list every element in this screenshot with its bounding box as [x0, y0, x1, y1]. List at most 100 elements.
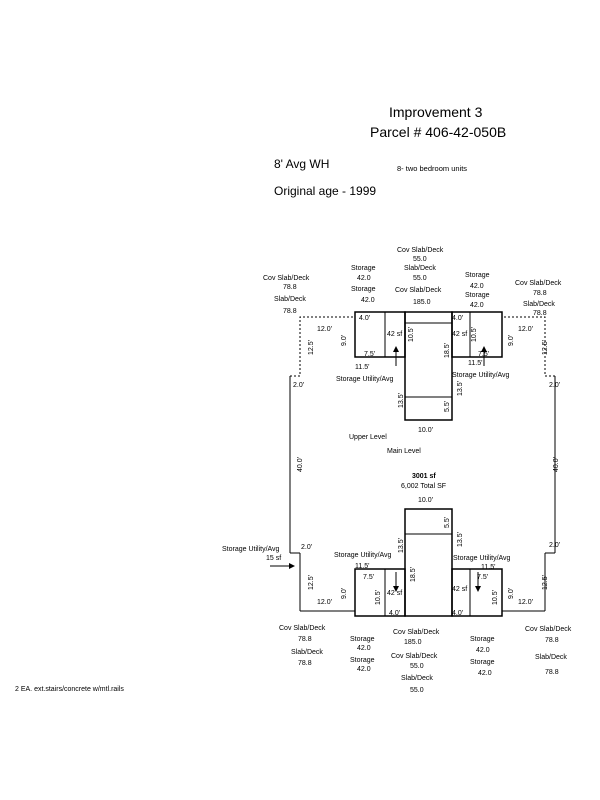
dim-lower-18-5: 18.5' — [410, 567, 417, 582]
label-cov-slab-deck-bc: Cov Slab/Deck — [393, 629, 440, 636]
label-slab-deck-tr: Slab/Deck — [523, 301, 555, 308]
value-storage-tr1: 42.0 — [470, 283, 484, 290]
dim-lower-10-5-b: 10.5' — [492, 590, 499, 605]
value-br-2: 78.8 — [545, 669, 559, 676]
value-tl-1: 78.8 — [283, 284, 297, 291]
dim-upper-left-12-0: 12.0' — [317, 326, 332, 333]
dim-left-40-0: 40.0' — [297, 457, 304, 472]
lower-structure — [354, 508, 503, 617]
dim-upper-10-5-a: 10.5' — [408, 327, 415, 342]
dim-lower-right-12-0: 12.0' — [518, 599, 533, 606]
dim-upper-7-5-left: 7.5' — [364, 351, 375, 358]
label-storage-tl2: Storage — [351, 286, 376, 293]
dim-upper-10-5-b: 10.5' — [471, 327, 478, 342]
upper-decks — [290, 316, 555, 377]
value-tc-1: 55.0 — [413, 256, 427, 263]
dim-upper-18-5: 18.5' — [444, 343, 451, 358]
value-storage-br2: 42.0 — [478, 670, 492, 677]
dim-upper-13-5-b: 13.5' — [457, 381, 464, 396]
dim-lower-left-9-0: 9.0' — [341, 588, 348, 599]
dim-upper-10-0: 10.0' — [418, 427, 433, 434]
area-total: 6,002 Total SF — [401, 483, 446, 490]
label-cov-slab-deck-tl: Cov Slab/Deck — [263, 275, 310, 282]
arrows — [270, 346, 487, 592]
value-tr-2: 78.8 — [533, 310, 547, 317]
dim-lower-10-5-a: 10.5' — [375, 590, 382, 605]
label-cov-slab-deck-bl: Cov Slab/Deck — [279, 625, 326, 632]
upper-structure — [354, 311, 503, 421]
label-slab-deck-tc: Slab/Deck — [404, 265, 436, 272]
label-storage-bl2: Storage — [350, 657, 375, 664]
value-bl-2: 78.8 — [298, 660, 312, 667]
value-bc-1: 185.0 — [404, 639, 422, 646]
dim-lower-left-12-0: 12.0' — [317, 599, 332, 606]
dim-upper-left-12-5: 12.5' — [308, 340, 315, 355]
dim-right-40-0: 40.0' — [553, 457, 560, 472]
dim-lower-4-0-right: 4.0' — [452, 610, 463, 617]
unit-description: 8- two bedroom units — [397, 164, 467, 173]
label-cov-slab-deck-br: Cov Slab/Deck — [525, 626, 572, 633]
label-storage-utility-ul: Storage Utility/Avg — [336, 376, 394, 383]
wall-height: 8' Avg WH — [274, 157, 329, 171]
parcel-number: Parcel # 406-42-050B — [370, 124, 506, 140]
area-sf: 3001 sf — [412, 473, 436, 480]
dim-lower-right-2-0: 2.0' — [549, 542, 560, 549]
dim-upper-right-9-0: 9.0' — [508, 335, 515, 346]
label-slab-deck-bl: Slab/Deck — [291, 649, 323, 656]
dim-lower-left-12-5: 12.5' — [308, 575, 315, 590]
dim-upper-right-12-5: 12.5' — [542, 340, 549, 355]
dim-upper-right-12-0: 12.0' — [518, 326, 533, 333]
label-slab-deck-tl: Slab/Deck — [274, 296, 306, 303]
dim-lower-4-0-left: 4.0' — [389, 610, 400, 617]
dim-upper-5-5: 5.5' — [444, 401, 451, 412]
label-cov-slab-deck-bc2: Cov Slab/Deck — [391, 653, 438, 660]
label-storage-br2: Storage — [470, 659, 495, 666]
dim-upper-left-9-0: 9.0' — [341, 335, 348, 346]
dim-lower-right-9-0: 9.0' — [508, 588, 515, 599]
label-storage-utility-lc: Storage Utility/Avg — [334, 552, 392, 559]
value-storage-tl2: 42.0 — [361, 297, 375, 304]
label-storage-bl1: Storage — [350, 636, 375, 643]
dim-upper-13-5-a: 13.5' — [398, 393, 405, 408]
area-upper-right: 42 sf — [452, 331, 467, 338]
area-lower-right-42: 42 sf — [452, 586, 467, 593]
building-outline — [289, 376, 556, 612]
dim-upper-11-5-right: 11.5' — [468, 360, 482, 367]
label-storage-tl1: Storage — [351, 265, 376, 272]
value-tr-1: 78.8 — [533, 290, 547, 297]
value-br-1: 78.8 — [545, 637, 559, 644]
dim-lower-7-5-left: 7.5' — [363, 574, 374, 581]
value-bl-1: 78.8 — [298, 636, 312, 643]
dim-upper-4-0-right: 4.0' — [452, 315, 463, 322]
area-lower-left-42: 42 sf — [387, 590, 402, 597]
label-slab-deck-br: Slab/Deck — [535, 654, 567, 661]
label-main-level: Main Level — [387, 448, 421, 455]
value-storage-bl1: 42.0 — [357, 645, 371, 652]
label-slab-deck-bc: Slab/Deck — [401, 675, 433, 682]
footer-note: 2 EA. ext.stairs/concrete w/mtl.rails — [15, 686, 124, 693]
label-storage-utility-ll: Storage Utility/Avg — [222, 546, 280, 553]
dim-lower-11-5-right: 11.5' — [481, 564, 495, 571]
value-bc-3: 55.0 — [410, 687, 424, 694]
value-tc-3: 185.0 — [413, 299, 431, 306]
dim-upper-right-2-0: 2.0' — [549, 382, 560, 389]
label-upper-level: Upper Level — [349, 434, 387, 441]
dim-lower-5-5: 5.5' — [444, 517, 451, 528]
dim-lower-11-5-left: 11.5' — [355, 563, 369, 570]
label-storage-tr2: Storage — [465, 292, 490, 299]
value-storage-br1: 42.0 — [476, 647, 490, 654]
label-cov-slab-deck-tc2: Cov Slab/Deck — [395, 287, 442, 294]
dim-lower-10-0: 10.0' — [418, 497, 433, 504]
value-tc-2: 55.0 — [413, 275, 427, 282]
dim-lower-13-5-b: 13.5' — [457, 532, 464, 547]
area-upper-left: 42 sf — [387, 331, 402, 338]
label-storage-utility-ur: Storage Utility/Avg — [452, 372, 510, 379]
dim-lower-13-5-a: 13.5' — [398, 538, 405, 553]
dim-lower-7-5-right: 7.5' — [477, 574, 488, 581]
value-storage-tr2: 42.0 — [470, 302, 484, 309]
value-tl-2: 78.8 — [283, 308, 297, 315]
value-storage-bl2: 42.0 — [357, 666, 371, 673]
dim-upper-11-5-left: 11.5' — [355, 364, 369, 371]
original-age: Original age - 1999 — [274, 184, 376, 198]
